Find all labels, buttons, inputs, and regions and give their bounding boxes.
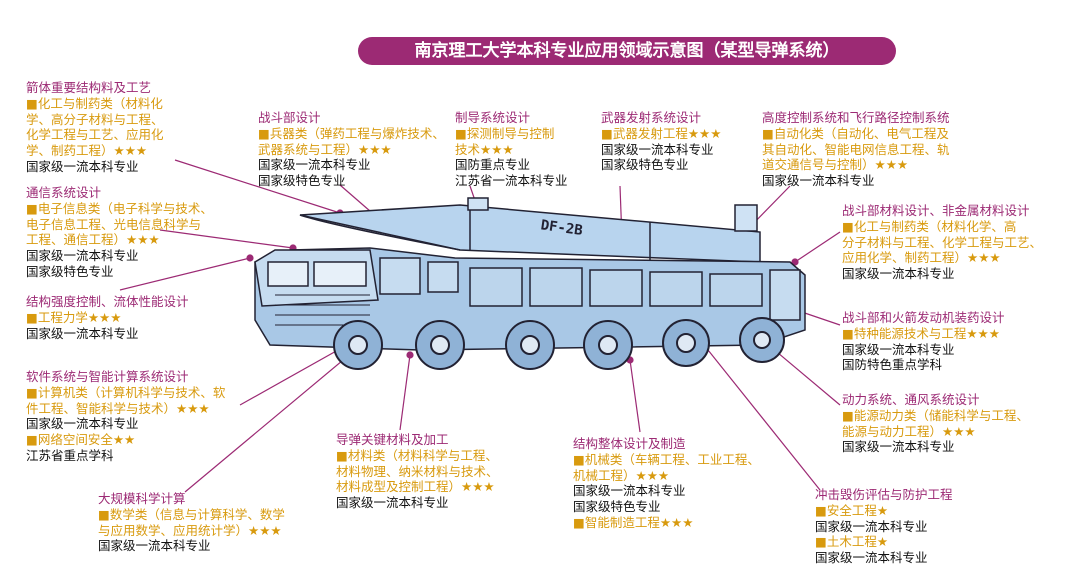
major-line: 智能制造工程★★★ — [573, 515, 783, 531]
page-title: 南京理工大学本科专业应用领域示意图（某型导弹系统） — [358, 37, 896, 65]
major-line: 自动化类（自动化、电气工程及 — [762, 126, 987, 142]
missile-marking: DF-2B — [540, 217, 584, 239]
major-line: 其自动化、智能电网信息工程、轨 — [762, 141, 950, 157]
honor-line: 国家级一流本科专业 — [26, 158, 139, 174]
annotation-heading: 战斗部设计 — [258, 110, 321, 125]
honor-line: 国家级一流本科专业 — [601, 141, 714, 157]
honor-line: 国家级一流本科专业 — [573, 483, 686, 499]
major-line: 材料成型及控制工程）★★★ — [336, 479, 495, 495]
annotation-heading: 制导系统设计 — [455, 110, 531, 125]
annotation-scientific-computing: 大规模科学计算 数学类（信息与计算科学、数学 与应用数学、应用统计学）★★★ 国… — [98, 491, 328, 554]
major-line: 学、高分子材料与工程、 — [26, 111, 164, 127]
major-line: 工程、通信工程）★★★ — [26, 232, 160, 248]
annotation-heading: 导弹关键材料及加工 — [336, 432, 449, 447]
annotation-heading: 战斗部和火箭发动机装药设计 — [842, 310, 1005, 325]
major-line: 化工与制药类（材料化 — [26, 96, 226, 112]
major-line: 计算机类（计算机科学与技术、软 — [26, 385, 266, 401]
annotation-heading: 软件系统与智能计算系统设计 — [26, 369, 189, 384]
annotation-communication-system: 通信系统设计 电子信息类（电子科学与技术、 电子信息工程、光电信息科学与 工程、… — [26, 185, 241, 280]
honor-line: 国家级一流本科专业 — [26, 248, 139, 264]
annotation-heading: 大规模科学计算 — [98, 491, 186, 506]
major-line: 材料物理、纳米材料与技术、 — [336, 463, 499, 479]
major-line: 分子材料与工程、化学工程与工艺、 — [842, 234, 1043, 250]
honor-line: 江苏省重点学科 — [26, 447, 114, 463]
annotation-impact-damage: 冲击毁伤评估与防护工程 安全工程★ 国家级一流本科专业 土木工程★ 国家级一流本… — [815, 487, 1015, 566]
major-line: 网络空间安全★★ — [26, 432, 266, 448]
honor-line: 国家级一流本科专业 — [258, 157, 371, 173]
annotation-structural-manufacturing: 结构整体设计及制造 机械类（车辆工程、工业工程、 机械工程）★★★ 国家级一流本… — [573, 436, 783, 531]
honor-line: 国家级特色专业 — [258, 173, 346, 189]
major-line: 探测制导与控制 — [455, 126, 595, 142]
honor-line: 国家级特色专业 — [573, 499, 661, 515]
honor-line: 国家级特色专业 — [26, 263, 114, 279]
annotation-warhead-materials: 战斗部材料设计、非金属材料设计 化工与制药类（材料化学、高 分子材料与工程、化学… — [842, 203, 1067, 282]
missile: DF-2B — [299, 197, 761, 263]
annotation-rocket-structure-materials: 箭体重要结构料及工艺 化工与制药类（材料化 学、高分子材料与工程、 化学工程与工… — [26, 80, 226, 175]
major-line: 道交通信号与控制）★★★ — [762, 157, 909, 173]
honor-line: 国家级一流本科专业 — [762, 173, 875, 189]
truck-wheels — [333, 317, 785, 370]
annotation-heading: 高度控制系统和飞行路径控制系统 — [762, 110, 950, 125]
honor-line: 国家级一流本科专业 — [98, 538, 211, 554]
annotation-warhead-design: 战斗部设计 兵器类（弹药工程与爆炸技术、 武器系统与工程）★★★ 国家级一流本科… — [258, 110, 458, 189]
major-line: 材料类（材料科学与工程、 — [336, 448, 546, 464]
annotation-heading: 冲击毁伤评估与防护工程 — [815, 487, 953, 502]
annotation-launch-system: 武器发射系统设计 武器发射工程★★★ 国家级一流本科专业 国家级特色专业 — [601, 110, 751, 173]
honor-line: 国家级一流本科专业 — [26, 325, 139, 341]
major-line: 能源动力类（储能科学与工程、 — [842, 408, 1067, 424]
annotation-propellant-design: 战斗部和火箭发动机装药设计 特种能源技术与工程★★★ 国家级一流本科专业 国防特… — [842, 310, 1067, 373]
annotation-heading: 动力系统、通风系统设计 — [842, 392, 980, 407]
honor-line: 国家级特色专业 — [601, 157, 689, 173]
honor-line: 国家级一流本科专业 — [26, 416, 139, 432]
annotation-flight-control: 高度控制系统和飞行路径控制系统 自动化类（自动化、电气工程及 其自动化、智能电网… — [762, 110, 987, 189]
major-line: 化工与制药类（材料化学、高 — [842, 219, 1067, 235]
major-line: 件工程、智能科学与技术）★★★ — [26, 400, 210, 416]
major-line: 兵器类（弹药工程与爆炸技术、 — [258, 126, 458, 142]
major-line: 与应用数学、应用统计学）★★★ — [98, 522, 282, 538]
major-line: 学、制药工程）★★★ — [26, 143, 148, 159]
annotation-heading: 结构强度控制、流体性能设计 — [26, 294, 189, 309]
annotation-key-materials: 导弹关键材料及加工 材料类（材料科学与工程、 材料物理、纳米材料与技术、 材料成… — [336, 432, 546, 511]
major-line: 土木工程★ — [815, 534, 1015, 550]
major-line: 数学类（信息与计算科学、数学 — [98, 507, 328, 523]
honor-line: 国防特色重点学科 — [842, 357, 943, 373]
major-line: 机械工程）★★★ — [573, 467, 670, 483]
major-line: 化学工程与工艺、应用化 — [26, 127, 164, 143]
honor-line: 国家级一流本科专业 — [842, 266, 955, 282]
honor-line: 国家级一流本科专业 — [842, 341, 955, 357]
major-line: 应用化学、制药工程）★★★ — [842, 250, 1001, 266]
annotation-guidance-system: 制导系统设计 探测制导与控制 技术★★★ 国防重点专业 江苏省一流本科专业 — [455, 110, 595, 189]
annotation-heading: 结构整体设计及制造 — [573, 436, 686, 451]
major-line: 技术★★★ — [455, 141, 514, 157]
honor-line: 国家级一流本科专业 — [815, 518, 928, 534]
major-line: 能源与动力工程）★★★ — [842, 423, 976, 439]
major-line: 电子信息工程、光电信息科学与 — [26, 216, 202, 232]
annotation-heading: 箭体重要结构料及工艺 — [26, 80, 152, 95]
annotation-heading: 战斗部材料设计、非金属材料设计 — [842, 203, 1030, 218]
major-line: 机械类（车辆工程、工业工程、 — [573, 452, 783, 468]
major-line: 武器发射工程★★★ — [601, 126, 751, 142]
honor-line: 国家级一流本科专业 — [842, 439, 955, 455]
major-line: 安全工程★ — [815, 503, 1015, 519]
annotation-power-ventilation: 动力系统、通风系统设计 能源动力类（储能科学与工程、 能源与动力工程）★★★ 国… — [842, 392, 1067, 455]
annotation-heading: 武器发射系统设计 — [601, 110, 702, 125]
major-line: 武器系统与工程）★★★ — [258, 141, 392, 157]
annotation-heading: 通信系统设计 — [26, 185, 102, 200]
major-line: 工程力学★★★ — [26, 310, 246, 326]
annotation-structural-strength: 结构强度控制、流体性能设计 工程力学★★★ 国家级一流本科专业 — [26, 294, 246, 341]
major-line: 电子信息类（电子科学与技术、 — [26, 201, 241, 217]
honor-line: 江苏省一流本科专业 — [455, 173, 568, 189]
honor-line: 国家级一流本科专业 — [336, 495, 449, 511]
annotation-software-systems: 软件系统与智能计算系统设计 计算机类（计算机科学与技术、软 件工程、智能科学与技… — [26, 369, 266, 464]
honor-line: 国防重点专业 — [455, 157, 531, 173]
truck-body — [254, 247, 806, 351]
major-line: 特种能源技术与工程★★★ — [842, 326, 1067, 342]
honor-line: 国家级一流本科专业 — [815, 550, 928, 566]
